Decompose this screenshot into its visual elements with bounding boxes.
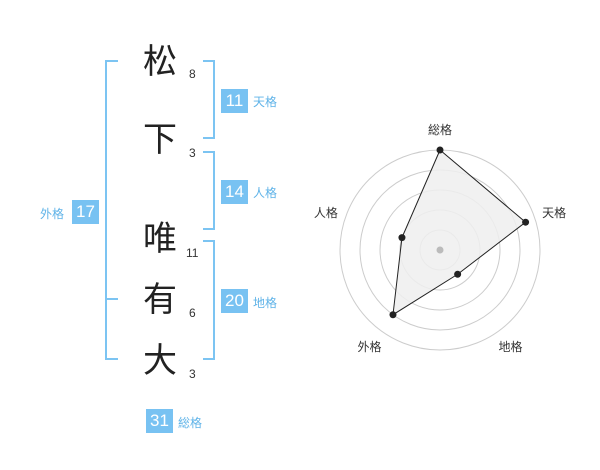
gaikaku-inner-tick <box>105 298 118 300</box>
tenkaku-bracket <box>203 60 215 139</box>
chikaku-label: 地格 <box>253 296 278 310</box>
radar-center-dot <box>436 246 444 254</box>
radar-point-4 <box>398 234 406 242</box>
radar-axis-label-3: 外格 <box>357 339 381 354</box>
radar-points <box>389 146 530 319</box>
radar-point-3 <box>389 311 397 319</box>
name-char-3: 唯 <box>143 219 177 259</box>
gaikaku-label: 外格 <box>40 207 65 221</box>
radar-axis-label-0: 総格 <box>428 122 452 137</box>
soukaku-badge: 31 <box>146 409 173 433</box>
stroke-count-5: 3 <box>189 367 196 381</box>
radar-point-1 <box>522 218 530 226</box>
soukaku-label: 総格 <box>178 416 203 430</box>
name-char-4: 有 <box>143 280 177 320</box>
radar-axis-label-2: 地格 <box>499 339 523 354</box>
jinkaku-label: 人格 <box>253 186 278 200</box>
gaikaku-bracket <box>105 60 118 360</box>
radar-point-2 <box>454 270 462 278</box>
radar-point-0 <box>436 146 444 154</box>
tenkaku-badge: 11 <box>221 89 248 113</box>
jinkaku-bracket <box>203 151 215 230</box>
jinkaku-badge: 14 <box>221 180 248 204</box>
stroke-count-3: 11 <box>186 246 199 260</box>
stroke-count-1: 8 <box>189 67 196 81</box>
radar-polygon <box>392 149 527 316</box>
stroke-count-2: 3 <box>189 146 196 160</box>
radar-axis-label-4: 人格 <box>314 205 338 220</box>
name-char-5: 大 <box>143 341 177 381</box>
name-char-1: 松 <box>143 42 177 82</box>
chikaku-badge: 20 <box>221 289 248 313</box>
stroke-count-4: 6 <box>189 306 196 320</box>
chikaku-bracket <box>203 240 215 360</box>
gaikaku-badge: 17 <box>72 200 99 224</box>
radar-axis-label-1: 天格 <box>542 205 566 220</box>
name-char-2: 下 <box>143 120 177 160</box>
tenkaku-label: 天格 <box>253 95 278 109</box>
